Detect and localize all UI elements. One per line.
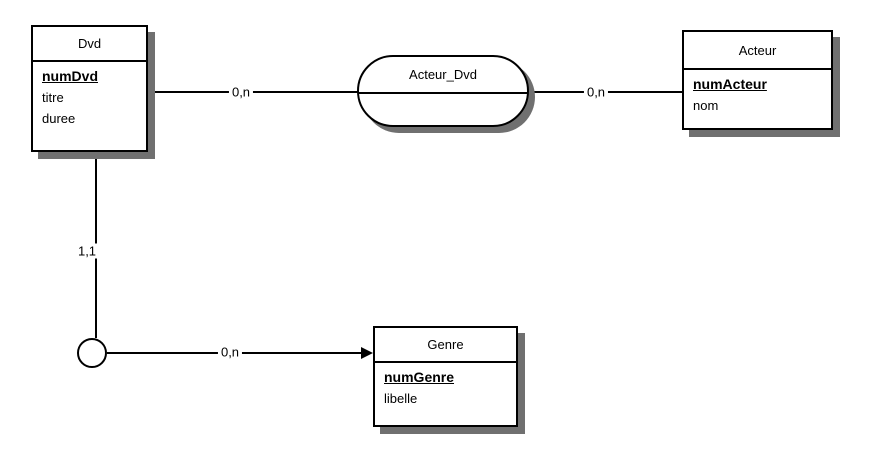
attribute-nom: nom xyxy=(693,98,719,113)
entity-genre-title: Genre xyxy=(375,328,516,363)
attribute-libelle: libelle xyxy=(384,391,418,406)
entity-genre: Genre numGenre libelle xyxy=(373,326,518,427)
cardinality-dvd-junction: 1,1 xyxy=(74,243,100,259)
cardinality-junction-genre: 0,n xyxy=(217,344,243,360)
entity-dvd-attributes: numDvd titre duree xyxy=(33,62,146,129)
entity-acteur: Acteur numActeur nom xyxy=(682,30,833,130)
arrowhead-into-genre-icon xyxy=(361,347,373,359)
attribute-numacteur: numActeur xyxy=(693,76,767,92)
junction-circle xyxy=(77,338,107,368)
association-acteur-dvd-title: Acteur_Dvd xyxy=(409,67,477,82)
association-divider xyxy=(359,92,527,94)
entity-dvd: Dvd numDvd titre duree xyxy=(31,25,148,152)
entity-acteur-attributes: numActeur nom xyxy=(684,70,831,116)
entity-dvd-title: Dvd xyxy=(33,27,146,62)
attribute-duree: duree xyxy=(42,111,76,126)
cardinality-dvd-association: 0,n xyxy=(228,84,254,100)
cardinality-association-acteur: 0,n xyxy=(583,84,609,100)
attribute-titre: titre xyxy=(42,90,64,105)
attribute-numgenre: numGenre xyxy=(384,369,455,385)
entity-genre-attributes: numGenre libelle xyxy=(375,363,516,409)
entity-acteur-title: Acteur xyxy=(684,32,831,70)
association-acteur-dvd: Acteur_Dvd xyxy=(357,55,529,127)
attribute-numdvd: numDvd xyxy=(42,68,98,84)
